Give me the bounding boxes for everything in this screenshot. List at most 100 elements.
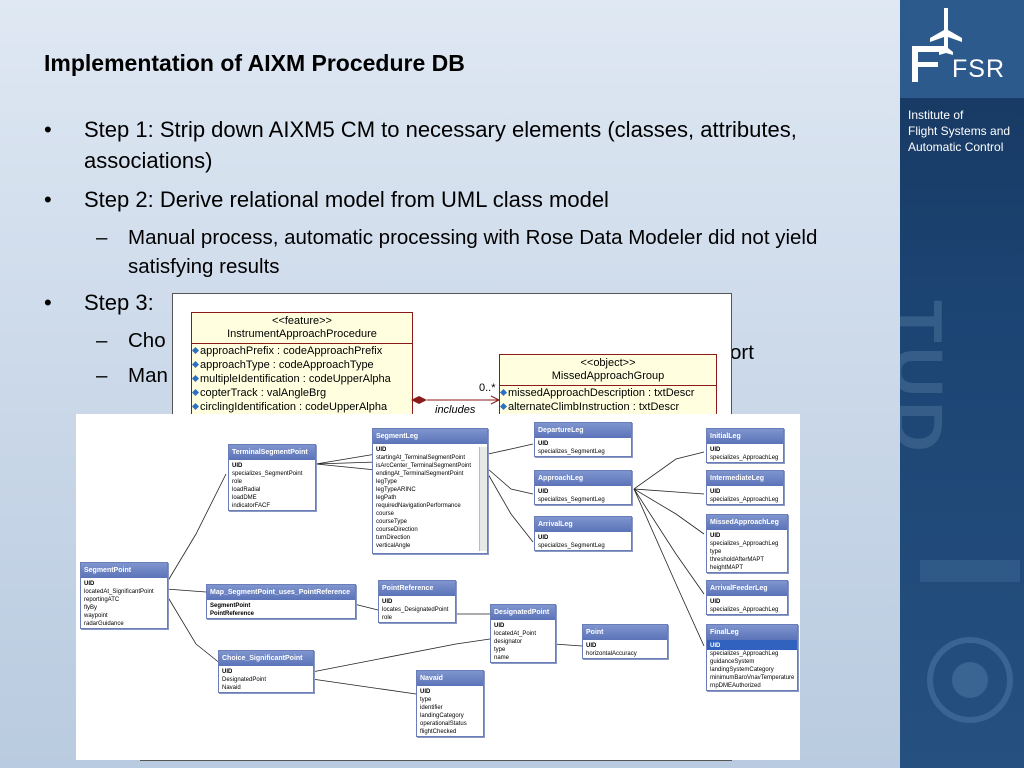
institute-line: Institute of	[908, 108, 964, 122]
db-table-column: PointReference	[210, 611, 255, 617]
bullet-text: Step 3:	[84, 290, 154, 315]
db-table-pk: UID	[420, 689, 431, 695]
db-table-column: landingCategory	[420, 713, 464, 719]
db-table-title: MissedApproachLeg	[707, 515, 787, 530]
sub-bullet-text: Man	[128, 364, 168, 387]
db-table-column: specializes_ApproachLeg	[710, 455, 779, 461]
db-table-column: specializes_SegmentLeg	[538, 543, 605, 549]
fsr-logo-text: FSR	[952, 55, 1005, 83]
bullet-dot: •	[44, 117, 52, 142]
sub-bullet-text: Manual process, automatic processing wit…	[128, 226, 818, 278]
db-table-pk: UID	[710, 447, 721, 453]
db-table-terminal-segment-point: TerminalSegmentPoint UID specializes_Seg…	[228, 444, 316, 511]
db-table-column: radarGuidance	[84, 621, 124, 627]
db-table-column: operationalStatus	[420, 721, 467, 727]
db-table-column: requiredNavigationPerformance	[376, 503, 461, 509]
db-table-column: courseType	[376, 519, 408, 525]
db-table-column: guidanceSystem	[710, 659, 755, 665]
uml-class-missed-approach-group: <<object>> MissedApproachGroup missedApp…	[499, 354, 717, 415]
uml-attribute: approachPrefix : codeApproachPrefix	[192, 344, 412, 358]
db-table-pk: UID	[710, 599, 721, 605]
sidebar-decoration	[920, 560, 1020, 723]
db-table-title: ApproachLeg	[535, 471, 631, 486]
db-table-column: flightChecked	[420, 729, 457, 735]
db-table-pk[interactable]: UID	[707, 640, 797, 650]
db-table-column: heightMAPT	[710, 565, 744, 571]
db-table-column: role	[232, 479, 243, 485]
uml-class-diagram: <<feature>> InstrumentApproachProcedure …	[172, 293, 732, 425]
tud-watermark: TUD	[900, 300, 957, 456]
db-table-column: flyBy	[84, 605, 98, 611]
db-table-title: FinalLeg	[707, 625, 797, 640]
db-table-title: SegmentPoint	[81, 563, 167, 578]
sub-bullet-dash: –	[96, 226, 108, 249]
db-table-column: name	[494, 655, 510, 661]
uml-class-name: InstrumentApproachProcedure	[227, 328, 377, 340]
db-table-title: Navaid	[417, 671, 483, 686]
db-table-column: designator	[494, 639, 523, 645]
db-table-column: legTypeARINC	[376, 487, 416, 493]
db-table-column: startingAt_TerminalSegmentPoint	[376, 455, 466, 461]
bullet-step-3: • Step 3:	[44, 287, 884, 318]
db-table-designated-point: DesignatedPoint UID locatedAt_Point desi…	[490, 604, 556, 663]
db-table-title: ArrivalFeederLeg	[707, 581, 787, 596]
uml-association-label: includes	[435, 404, 476, 416]
institute-line: Automatic Control	[908, 140, 1004, 154]
airplane-icon	[912, 8, 962, 82]
db-table-title: IntermediateLeg	[707, 471, 783, 486]
db-table-pk: UID	[494, 623, 505, 629]
uml-attribute: circlingIdentification : codeUpperAlpha	[192, 400, 412, 414]
hidden-text-fragment: ort	[730, 341, 754, 364]
db-table-title: PointReference	[379, 581, 455, 596]
sub-bullet-dash: –	[96, 364, 108, 387]
db-table-column: landingSystemCategory	[710, 667, 774, 673]
uml-stereotype: <<object>>	[580, 357, 636, 369]
db-table-column: specializes_ApproachLeg	[710, 541, 779, 547]
db-table-column: type	[710, 549, 722, 555]
db-table-column: minimumBaroVnavTemperature	[710, 675, 795, 681]
db-table-departure-leg: DepartureLeg UID specializes_SegmentLeg	[534, 422, 632, 457]
db-table-column: specializes_ApproachLeg	[710, 651, 779, 657]
institute-sidebar: FSR Institute of Flight Systems and Auto…	[900, 0, 1024, 768]
db-table-intermediate-leg: IntermediateLeg UID specializes_Approach…	[706, 470, 784, 505]
slide-title: Implementation of AIXM Procedure DB	[44, 50, 465, 76]
db-table-column: waypoint	[84, 613, 108, 619]
bullet-dot: •	[44, 187, 52, 212]
fsr-logo: FSR	[900, 0, 1024, 98]
db-table-segment-point: SegmentPoint UID locatedAt_SignificantPo…	[80, 562, 168, 629]
db-table-column: specializes_SegmentLeg	[538, 449, 605, 455]
db-table-title: SegmentLeg	[373, 429, 487, 444]
db-table-scrollbar[interactable]	[479, 447, 487, 551]
institute-name: Institute of Flight Systems and Automati…	[908, 107, 1010, 155]
db-table-pk: UID	[382, 599, 393, 605]
db-table-pk: UID	[376, 447, 387, 453]
bullet-text: Step 2: Derive relational model from UML…	[84, 187, 609, 212]
db-table-column: locatedAt_SignificantPoint	[84, 589, 154, 595]
bullet-step-1: • Step 1: Strip down AIXM5 CM to necessa…	[44, 114, 884, 176]
uml-multiplicity: 0..*	[479, 382, 496, 394]
db-table-column: verticalAngle	[376, 543, 411, 549]
db-table-pk: UID	[538, 441, 549, 447]
db-table-column: DesignatedPoint	[222, 677, 267, 683]
db-table-column: type	[494, 647, 506, 653]
db-table-column: loadRadial	[232, 487, 261, 493]
db-table-initial-leg: InitialLeg UID specializes_ApproachLeg	[706, 428, 784, 463]
db-table-segment-leg: SegmentLeg UID startingAt_TerminalSegmen…	[372, 428, 488, 554]
bullet-text: Step 1: Strip down AIXM5 CM to necessary…	[84, 117, 797, 173]
db-table-column: specializes_ApproachLeg	[710, 607, 779, 613]
db-table-title: DesignatedPoint	[491, 605, 555, 620]
db-table-title: TerminalSegmentPoint	[229, 445, 315, 460]
db-table-column: isArcCenter_TerminalSegmentPoint	[376, 463, 472, 469]
db-table-column: identifier	[420, 705, 443, 711]
uml-attribute: multipleIdentification : codeUpperAlpha	[192, 372, 412, 386]
db-table-column: course	[376, 511, 395, 517]
db-table-column: turnDirection	[376, 535, 411, 541]
uml-attribute: missedApproachDescription : txtDescr	[500, 386, 716, 400]
bullet-dot: •	[44, 290, 52, 315]
uml-attribute: approachType : codeApproachType	[192, 358, 412, 372]
db-table-column: locates_DesignatedPoint	[382, 607, 449, 613]
db-table-column: reportingATC	[84, 597, 120, 603]
bullet-step-2: • Step 2: Derive relational model from U…	[44, 184, 884, 215]
db-table-column: specializes_SegmentPoint	[232, 471, 303, 477]
db-table-pk: UID	[710, 533, 721, 539]
